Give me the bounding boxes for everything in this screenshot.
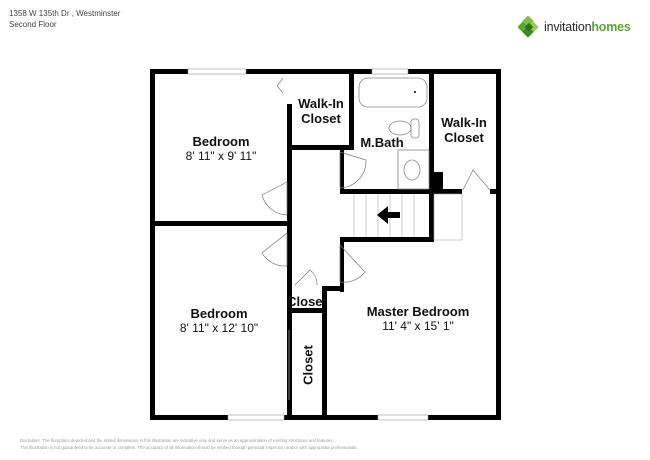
room-name: Bedroom (190, 306, 248, 321)
toilet-icon (388, 120, 412, 136)
disclaimer-line1: Disclaimer: The floorplans depicted and … (20, 438, 334, 443)
disclaimer: Disclaimer: The floorplans depicted and … (20, 437, 358, 451)
listing-header: 1358 W 135th Dr , Westminster Second Flo… (9, 8, 120, 30)
room-label-bedroom1: Bedroom 8' 11" x 9' 11" (186, 134, 257, 163)
room-name: Bedroom (192, 134, 250, 149)
brand-logo: invitationhomes (518, 16, 631, 38)
green-diamond-tiles-icon (518, 16, 539, 38)
brand-name-part2: homes (591, 20, 631, 34)
doors (261, 77, 491, 400)
room-name: M.Bath (360, 135, 404, 150)
room-label-master-bedroom: Master Bedroom 11' 4" x 15' 1" (367, 304, 470, 333)
stairs (353, 193, 463, 241)
walls (150, 69, 501, 420)
room-label-master-bath: M.Bath (360, 135, 403, 150)
stairs-down-arrow-icon (377, 206, 400, 224)
room-name-line2: Closet (444, 130, 484, 145)
room-name-line1: Walk-In (441, 115, 487, 130)
room-name-line2: Closet (301, 111, 341, 126)
bathtub-icon (358, 77, 428, 108)
room-name: Closet (300, 345, 316, 385)
sink-icon (403, 159, 421, 181)
room-label-tall-closet: Closet (301, 345, 316, 385)
room-name: Closet (287, 294, 327, 309)
room-label-bedroom2: Bedroom 8' 11" x 12' 10" (180, 306, 258, 335)
room-label-walkin-closet2: Walk-In Closet (441, 115, 487, 145)
floor-label: Second Floor (9, 20, 57, 29)
room-dims: 11' 4" x 15' 1" (382, 319, 454, 333)
brand-name-part1: invitation (544, 20, 592, 34)
bath-fixtures (358, 77, 430, 190)
brand-name: invitationhomes (544, 20, 631, 34)
room-dims: 8' 11" x 12' 10" (179, 321, 259, 335)
room-dims: 8' 11" x 9' 11" (185, 149, 257, 163)
room-label-walkin-closet1: Walk-In Closet (298, 96, 344, 126)
disclaimer-line2: This illustration is not guaranteed to b… (20, 445, 358, 450)
room-name-line1: Walk-In (298, 96, 344, 111)
windows (187, 68, 429, 421)
room-name: Master Bedroom (366, 304, 470, 319)
address-text: 1358 W 135th Dr , Westminster (9, 9, 121, 18)
room-label-small-closet: Closet (287, 294, 327, 309)
